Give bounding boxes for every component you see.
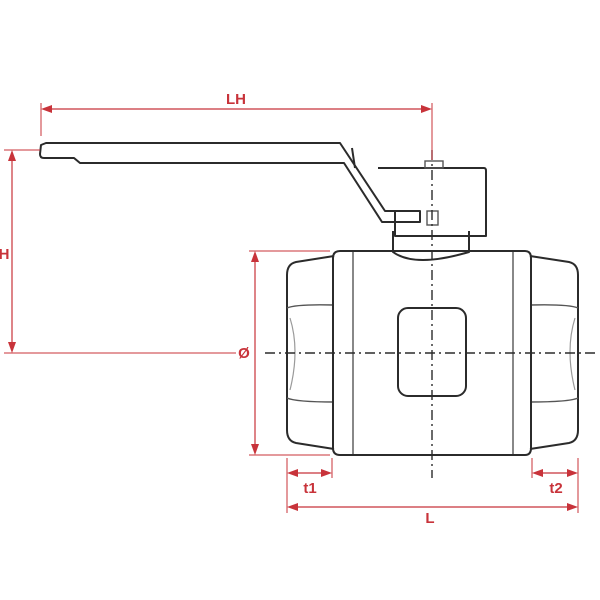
- handle-lever: [39, 142, 421, 223]
- label-h: H: [0, 246, 9, 263]
- label-t1: t1: [303, 480, 316, 497]
- stem-nut: [424, 160, 444, 169]
- dimension-l: L: [287, 503, 578, 527]
- lever-handle: [39, 142, 487, 237]
- right-hex-facet-upper: [529, 304, 579, 309]
- label-diameter: Ø: [238, 345, 250, 362]
- dimension-diameter: Ø: [238, 250, 330, 456]
- left-hex-facet-lower: [286, 397, 335, 403]
- central-body: [332, 250, 532, 456]
- dimension-h: H: [0, 149, 236, 354]
- left-hex-facet-upper: [286, 304, 335, 309]
- dimension-lh: LH: [40, 91, 433, 160]
- dimension-t1: t1: [286, 458, 333, 513]
- stem-neck: [392, 231, 470, 261]
- label-lh: LH: [226, 91, 246, 108]
- right-hex-end: [529, 255, 579, 450]
- label-t2: t2: [549, 480, 562, 497]
- valve-body: [286, 231, 579, 456]
- handle-hub: [351, 147, 487, 237]
- right-hex-facet-mid: [569, 317, 576, 391]
- left-hex-facet-mid: [289, 317, 296, 391]
- right-hex-facet-lower: [529, 397, 579, 403]
- dimension-t2: t2: [531, 458, 579, 513]
- label-l: L: [425, 510, 434, 527]
